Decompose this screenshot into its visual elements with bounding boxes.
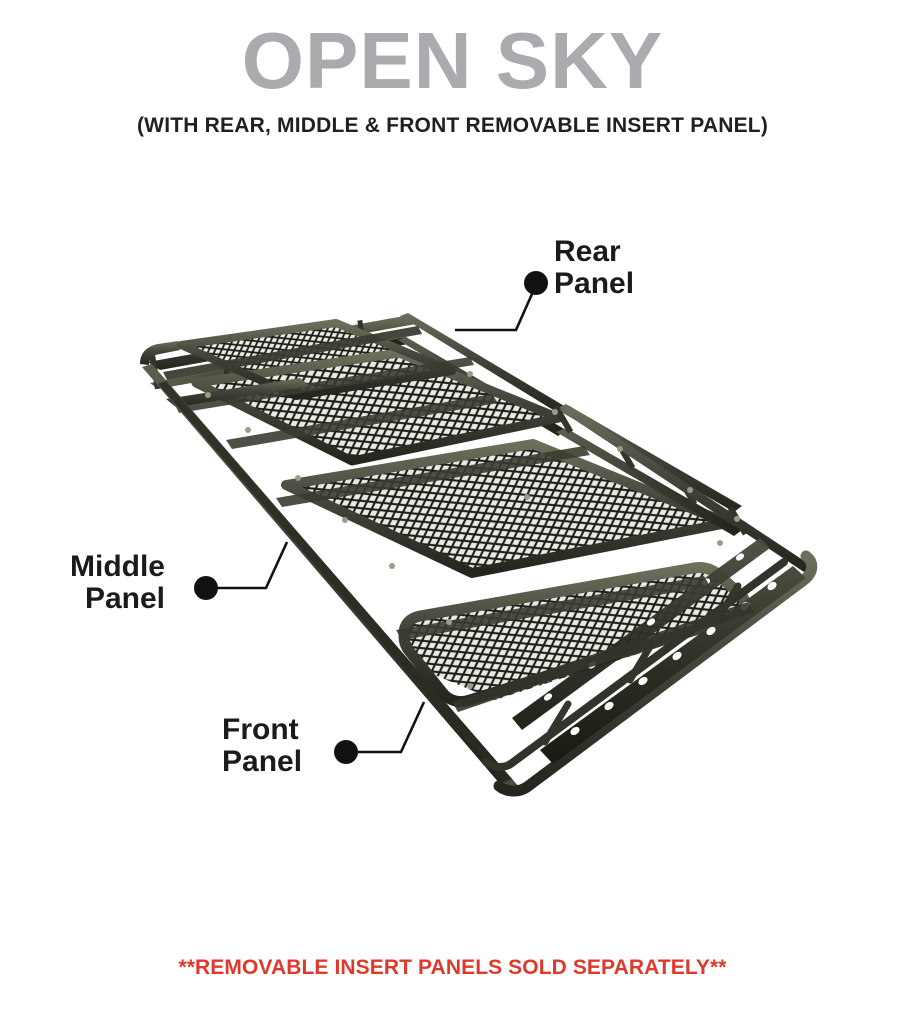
callout-dot-middle [194,576,218,600]
callout-dots [194,271,548,764]
rear-panel-frame-upper [177,319,456,400]
sold-separately-note: **REMOVABLE INSERT PANELS SOLD SEPARATEL… [178,956,727,979]
callout-label-middle: Middle Panel [70,551,165,615]
page-title: OPEN SKY [241,16,664,105]
callout-leaders [206,284,538,754]
callout-label-rear: Rear Panel [554,236,634,300]
middle-side-rail [166,378,310,407]
callout-rear-line2: Panel [554,266,635,300]
callout-front-line2: Panel [222,744,303,778]
leader-line-middle [206,541,289,590]
leader-line-rear [455,284,538,332]
leader-line-front [346,701,426,754]
callout-rear-line1: Rear [554,235,621,268]
callout-middle-line1: Middle [70,550,165,583]
callout-label-front: Front Panel [222,714,302,778]
right-perimeter-tube [560,406,812,572]
callout-dot-front [334,740,358,764]
callout-front-line1: Front [222,713,299,746]
callout-dot-rear [524,271,548,295]
header-block: OPEN SKY (WITH REAR, MIDDLE & FRONT REMO… [0,0,905,138]
left-perimeter-tube-lower [158,381,520,792]
roof-rack-frame [140,313,818,797]
rear-top-tube [400,313,566,413]
rivets [205,371,740,689]
front-perimeter-frame [493,550,818,797]
page-subtitle: (WITH REAR, MIDDLE & FRONT REMOVABLE INS… [136,114,769,138]
front-perimeter-frame-inner [482,558,788,771]
rear-left-corner [140,341,180,365]
callout-middle-line2: Panel [84,581,165,615]
